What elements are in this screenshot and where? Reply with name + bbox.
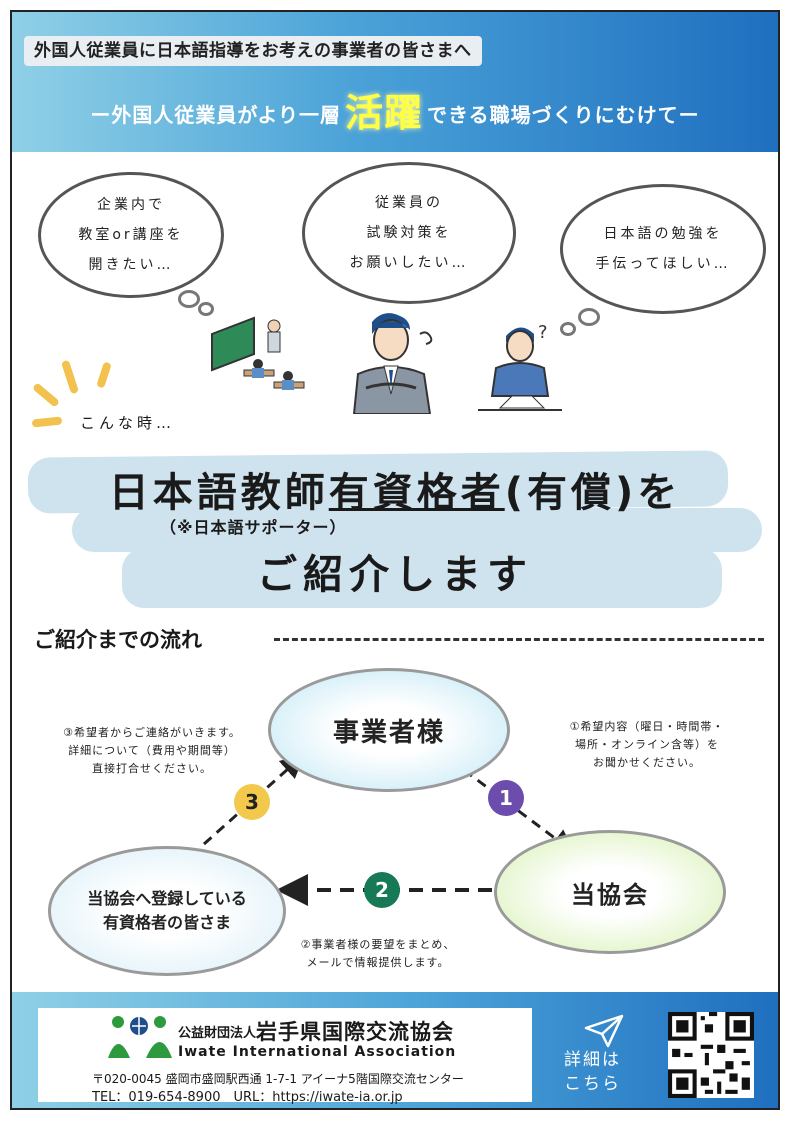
step-3-text: ③希望者からご連絡がいきます。 詳細について（費用や期間等） 直接打合せください… [36,724,268,778]
details-link[interactable]: 詳細は こちら [564,1048,621,1096]
subhead: ー外国人従業員がより一層活躍できる職場づくりにむけてー [12,82,778,137]
bubble-tail-dot [560,322,576,336]
flyer: 外国人従業員に日本語指導をお考えの事業者の皆さまへ ー外国人従業員がより一層活躍… [10,10,780,1110]
bubble-1-line-2: 教室or講座を [78,227,184,243]
association-logo [108,1016,172,1058]
headline-underlined: 有資格者 [328,470,505,516]
step-2-badge: 2 [364,872,400,908]
step-3-line: 直接打合せください。 [92,762,212,775]
association-card: 公益財団法人 岩手県国際交流協会 Iwate International Ass… [38,1008,532,1105]
bubble-2-line-2: 試験対策を [366,225,452,241]
paper-plane-icon [584,1014,624,1048]
org-name-english: Iwate International Association [178,1044,457,1060]
step-1-text: ①希望内容（曜日・時間帯・ 場所・オンライン含等）を お聞かせください。 [532,718,762,772]
header-banner: 外国人従業員に日本語指導をお考えの事業者の皆さまへ ー外国人従業員がより一層活躍… [12,12,778,152]
bubble-3-line-1: 日本語の勉強を [603,226,723,242]
arrow-step-3 [203,754,305,846]
headline-line-1: 日本語教師有資格者(有償)を [12,460,778,518]
studying-person-illustration: ? [478,322,562,411]
worried-employee-illustration [352,313,433,414]
konna-toki-text: こんな時… [80,414,176,432]
bubble-1-line-1: 企業内で [96,197,165,213]
address: 〒020-0045 盛岡市盛岡駅西通 1-7-1 アイーナ5階国際交流センター [92,1072,464,1086]
subhead-highlight: 活躍 [344,91,423,135]
arrow-step-1 [463,768,576,854]
flow-title-divider [274,638,764,641]
node-registered-supporters: 当協会へ登録している 有資格者の皆さま [48,846,286,976]
bubble-study-help: 日本語の勉強を 手伝ってほしい… [560,184,766,314]
step-1-line: お聞かせください。 [593,756,701,769]
flow-title: ご紹介までの流れ [34,628,202,652]
bubble-3-line-2: 手伝ってほしい… [595,256,731,272]
bubble-classroom: 企業内で 教室or講座を 開きたい… [38,172,224,298]
node-business: 事業者様 [268,668,510,792]
qr-code-pattern [668,1012,754,1098]
tagline: 外国人従業員に日本語指導をお考えの事業者の皆さまへ [24,36,482,66]
step-3-line: 詳細について（費用や期間等） [68,744,236,757]
step-2-line: ②事業者様の要望をまとめ、 [300,938,456,951]
org-type: 公益財団法人 [178,1026,257,1041]
headline-pre: 日本語教師 [108,470,329,516]
step-1-line: ①希望内容（曜日・時間帯・ [569,720,725,733]
svg-text:?: ? [538,322,548,343]
step-1-badge: 1 [488,780,524,816]
bubble-2-line-1: 従業員の [375,195,443,211]
subhead-post: できる職場づくりにむけてー [427,103,700,127]
bubble-tail-dot [178,290,200,308]
bubble-tail-dot [198,302,214,316]
step-2-line: メールで情報提供します。 [306,956,450,969]
tel-url[interactable]: TEL：019-654-8900 URL：https://iwate-ia.or… [92,1090,403,1105]
headline-post: (有償)を [504,470,682,516]
subhead-pre: ー外国人従業員がより一層 [90,103,341,127]
bubble-2-line-3: お願いしたい… [349,255,469,271]
footer: 公益財団法人 岩手県国際交流協会 Iwate International Ass… [12,992,778,1108]
brush-stroke [72,508,762,552]
bubble-exam: 従業員の 試験対策を お願いしたい… [302,162,516,304]
bubble-1-line-3: 開きたい… [88,257,174,273]
brush-stroke [122,548,722,608]
classroom-illustration [211,316,305,390]
step-1-line: 場所・オンライン含等）を [575,738,719,751]
org-name: 岩手県国際交流協会 [256,1020,454,1044]
step-3-badge: 3 [234,784,270,820]
node-registered-line-1: 当協会へ登録している [87,889,247,908]
details-line-1: 詳細は [564,1050,621,1070]
qr-code[interactable] [668,1012,754,1098]
bubble-tail-dot [578,308,600,326]
step-3-line: ③希望者からご連絡がいきます。 [63,726,241,739]
node-association: 当協会 [494,830,726,954]
headline-line-2: ご紹介します [257,552,533,598]
details-line-2: こちら [564,1074,621,1094]
headline-note: （※日本語サポーター） [160,518,347,537]
step-2-text: ②事業者様の要望をまとめ、 メールで情報提供します。 [278,936,478,972]
node-registered-line-2: 有資格者の皆さま [102,913,231,932]
